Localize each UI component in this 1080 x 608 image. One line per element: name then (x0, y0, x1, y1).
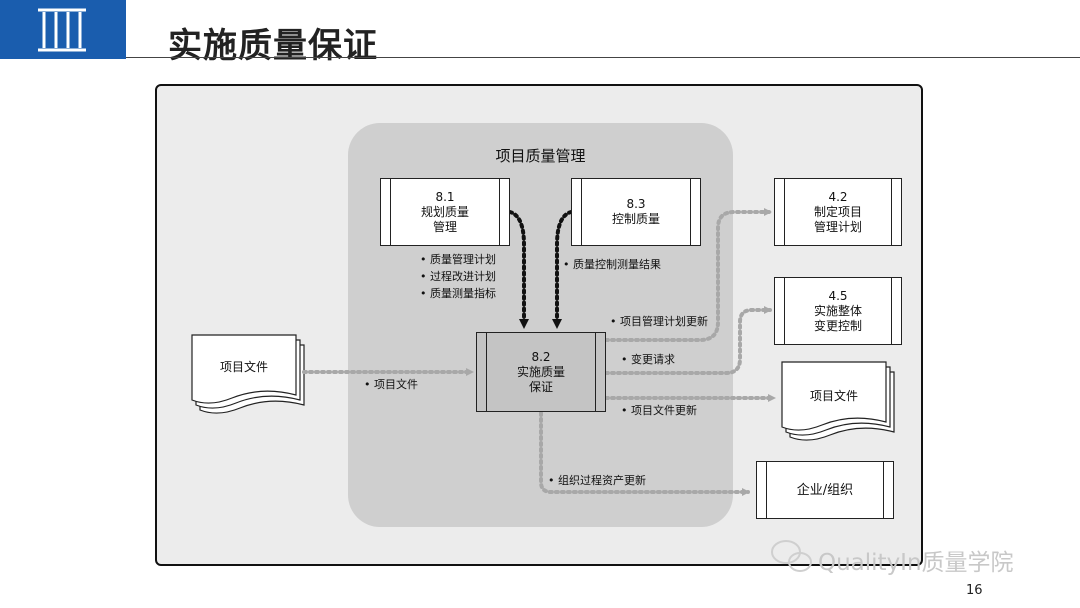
process-4-2-number: 4.2 (828, 189, 848, 204)
flow-label-input-docs: 项目文件 (364, 376, 418, 393)
enterprise-organization-label: 企业/组织 (796, 482, 854, 498)
flow-item: 过程改进计划 (420, 268, 496, 285)
page-title: 实施质量保证 (168, 26, 378, 66)
flow-label-to-org: 组织过程资产更新 (548, 472, 646, 489)
process-8-3-line1: 控制质量 (611, 212, 660, 226)
flow-83-to-82 (552, 210, 573, 329)
process-8-2-line2: 保证 (528, 379, 553, 394)
title-divider (126, 57, 1080, 58)
process-8-1: 8.1 规划质量 管理 (380, 178, 510, 246)
output-document-shape (781, 361, 895, 441)
enterprise-organization: 企业/组织 (756, 461, 894, 519)
watermark-text: QualityIn质量学院 (818, 550, 1014, 576)
process-8-2: 8.2 实施质量 保证 (476, 332, 606, 412)
flow-item: 组织过程资产更新 (548, 472, 646, 489)
process-8-3: 8.3 控制质量 (571, 178, 701, 246)
flow-82-to-42 (604, 208, 772, 342)
flow-item: 质量管理计划 (420, 251, 496, 268)
flow-label-from-81: 质量管理计划 过程改进计划 质量测量指标 (420, 251, 496, 302)
flow-item: 变更请求 (621, 351, 675, 368)
process-4-5-line2: 变更控制 (813, 318, 862, 333)
flow-item: 项目文件 (364, 376, 418, 393)
logo-mark-icon (38, 8, 86, 52)
flow-item: 项目文件更新 (621, 402, 697, 419)
flow-82-to-45 (604, 306, 772, 375)
process-4-5: 4.5 实施整体 变更控制 (774, 277, 902, 345)
process-4-2: 4.2 制定项目 管理计划 (774, 178, 902, 246)
process-8-2-number: 8.2 (531, 349, 551, 364)
process-4-2-line2: 管理计划 (813, 219, 862, 234)
process-8-3-number: 8.3 (626, 197, 646, 211)
input-document-label: 项目文件 (219, 360, 268, 374)
flow-label-to-docs: 项目文件更新 (621, 402, 697, 419)
output-document-label: 项目文件 (809, 389, 858, 403)
flow-item: 项目管理计划更新 (610, 313, 708, 330)
flow-item: 质量控制测量结果 (563, 256, 661, 273)
flow-81-to-82 (508, 210, 529, 329)
watermark-logo-icon (771, 540, 812, 572)
flow-82-to-org (539, 411, 750, 496)
process-8-1-number: 8.1 (435, 189, 455, 204)
flow-label-from-83: 质量控制测量结果 (563, 256, 661, 273)
input-document-shape (191, 334, 305, 414)
process-8-2-line1: 实施质量 (516, 364, 565, 379)
process-8-1-line1: 规划质量 (420, 204, 469, 219)
process-4-2-line1: 制定项目 (813, 204, 862, 219)
logo (0, 0, 126, 59)
process-4-5-line1: 实施整体 (813, 303, 862, 318)
process-4-5-number: 4.5 (828, 288, 848, 303)
flow-item: 质量测量指标 (420, 285, 496, 302)
process-8-1-line2: 管理 (432, 219, 457, 234)
flow-label-to-42: 项目管理计划更新 (610, 313, 708, 330)
group-title: 项目质量管理 (495, 147, 586, 165)
flow-label-to-45: 变更请求 (621, 351, 675, 368)
page-number: 16 (966, 583, 983, 598)
